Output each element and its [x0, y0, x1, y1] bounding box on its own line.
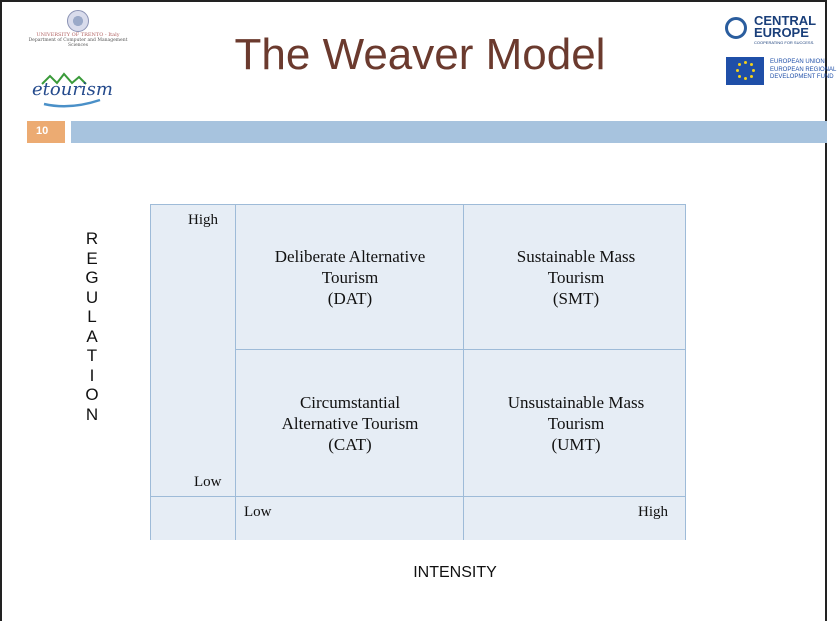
cell-umt: Unsustainable Mass Tourism (UMT) [466, 392, 686, 455]
regulation-letter: U [85, 287, 99, 307]
cell-dat-line2: Tourism [321, 268, 379, 287]
university-logo: UNIVERSITY OF TRENTO - Italy Department … [28, 10, 128, 72]
regulation-letter: L [87, 307, 97, 326]
regulation-axis-label: R E G U L A T I O N [85, 229, 99, 424]
header-bar [71, 121, 827, 143]
eu-fund-logo: EUROPEAN UNION EUROPEAN REGIONAL DEVELOP… [726, 57, 836, 87]
mountains-icon [41, 72, 101, 108]
intensity-high-label: High [638, 504, 668, 520]
central-europe-logo: CENTRAL EUROPE COOPERATING FOR SUCCESS. [722, 13, 822, 45]
slide-title: The Weaver Model [234, 30, 606, 79]
cell-smt: Sustainable Mass Tourism (SMT) [466, 246, 686, 309]
regulation-letter: T [86, 346, 98, 365]
cell-umt-line2: Tourism [547, 414, 605, 433]
cell-cat-line1: Circumstantial [299, 393, 401, 412]
cell-dat: Deliberate Alternative Tourism (DAT) [240, 246, 460, 309]
weaver-matrix: High Low Low High Deliberate Alternative… [150, 204, 686, 540]
university-seal-icon [67, 10, 89, 32]
grid-line [150, 204, 151, 540]
central-europe-name: CENTRAL EUROPE [754, 13, 816, 40]
regulation-letter: G [85, 268, 99, 287]
eu-fund-line: EUROPEAN UNION [770, 59, 825, 65]
cell-cat-line2: Alternative Tourism [281, 414, 419, 433]
regulation-letter: E [86, 248, 98, 268]
cell-dat-abbr: (DAT) [327, 289, 373, 308]
cell-umt-abbr: (UMT) [551, 435, 601, 454]
regulation-letter: I [89, 365, 95, 385]
grid-line [150, 204, 686, 205]
eu-fund-line: EUROPEAN REGIONAL [770, 66, 837, 73]
cell-cat-abbr: (CAT) [328, 435, 372, 454]
central-europe-tagline: COOPERATING FOR SUCCESS. [754, 40, 815, 45]
cell-dat-line1: Deliberate Alternative [274, 247, 426, 266]
cell-umt-line1: Unsustainable Mass [507, 393, 645, 412]
grid-line [685, 204, 686, 540]
grid-line [235, 204, 236, 540]
grid-line [150, 496, 686, 497]
university-name: UNIVERSITY OF TRENTO - Italy [36, 32, 120, 38]
cell-smt-line2: Tourism [547, 268, 605, 287]
grid-line [235, 349, 686, 350]
eu-flag-icon [726, 57, 764, 85]
regulation-letter: A [86, 326, 98, 346]
slide-number-box: 10 [27, 121, 65, 143]
central-europe-emblem-icon [725, 17, 747, 39]
slide-number: 10 [36, 125, 49, 137]
etourism-logo-text: etourism [32, 79, 113, 100]
intensity-low-label: Low [244, 504, 272, 520]
university-department: Department of Computer and Management Sc… [28, 38, 128, 48]
cell-smt-abbr: (SMT) [552, 289, 600, 308]
regulation-letter: N [85, 404, 99, 424]
cell-smt-line1: Sustainable Mass [516, 247, 636, 266]
regulation-letter: O [85, 385, 99, 404]
regulation-letter: R [85, 229, 99, 248]
cell-cat: Circumstantial Alternative Tourism (CAT) [240, 392, 460, 455]
intensity-axis-label: INTENSITY [413, 564, 497, 581]
eu-fund-line: DEVELOPMENT FUND [770, 74, 834, 80]
grid-line [463, 204, 464, 540]
etourism-logo: etourism [30, 70, 113, 110]
regulation-high-label: High [188, 212, 218, 228]
regulation-low-label: Low [194, 474, 222, 490]
eu-fund-text: EUROPEAN UNION EUROPEAN REGIONAL DEVELOP… [770, 59, 836, 82]
